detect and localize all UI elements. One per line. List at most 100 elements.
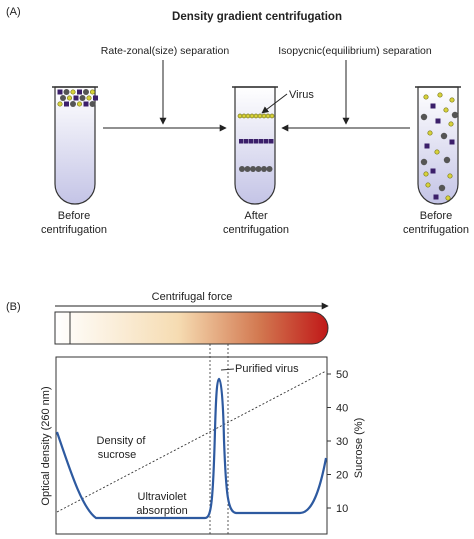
gray-particle [89,101,96,107]
purple-particle [430,103,436,109]
tube-before-right [415,86,461,205]
gray-particle [83,89,89,95]
sucrose-tick-label: 20 [336,470,348,482]
virus-particle [70,89,76,95]
virus-particle [257,113,263,119]
sucrose-tick-label: 50 [336,369,348,381]
purple-particle [244,139,249,144]
virus-pointer-arrow [261,93,288,114]
purple-particle [57,89,63,95]
gray-particle [70,101,76,107]
virus-particle [423,94,429,100]
uv-label-line1: Ultraviolet [138,491,187,503]
gray-particle [244,166,251,172]
purple-particle [424,143,430,149]
purple-particle [449,139,455,145]
sucrose-axis: 10 20 30 40 50 [327,369,348,515]
virus-band [237,113,275,119]
gray-particle [250,166,256,172]
purple-particle [269,139,274,144]
virus-label: Virus [289,89,314,101]
sucrose-density-line [56,370,327,513]
virus-particle [437,92,443,98]
virus-particle [237,113,243,119]
purple-particle [77,89,82,95]
centrifugal-force-label: Centrifugal force [152,291,233,303]
y-axis-left-label: Optical density (260 nm) [40,386,52,505]
purple-particle-band [239,139,274,144]
tube-1-caption-line2: centrifugation [41,224,107,236]
gray-particle [255,166,262,172]
purple-particle [433,194,439,200]
density-label-line1: Density of [97,435,147,447]
gray-particle [440,132,448,140]
gray-particle [451,111,459,119]
gray-particle-band [239,166,273,172]
virus-particle [245,113,251,119]
dispersed-particles [420,92,459,201]
purple-particle [435,118,441,124]
virus-particle [253,113,259,119]
tube-3-caption-line2: centrifugation [403,224,469,236]
panel-a-label: (A) [6,6,21,18]
purple-particle [254,139,259,144]
gray-particle [266,166,273,172]
purple-particle [264,139,269,144]
virus-particle [89,89,96,95]
purple-particle [64,101,69,107]
purple-particle [259,139,264,144]
virus-particle [434,149,440,155]
panel-a-title: Density gradient centrifugation [172,11,342,23]
virus-particle [66,95,73,101]
virus-particle [265,113,271,119]
particle-mixture-band [57,89,98,107]
sucrose-tick-label: 30 [336,436,348,448]
virus-particle [249,113,255,119]
sucrose-tick-label: 10 [336,503,348,515]
tube-after-center [232,86,278,205]
uv-absorption-curve [55,377,328,520]
tube-1-caption-line1: Before [58,210,90,222]
virus-particle [448,121,454,127]
purple-particle [83,101,89,107]
purple-particle [249,139,254,144]
gray-particle [443,156,451,164]
tube-3-caption-line1: Before [420,210,452,222]
virus-particle [86,95,92,101]
rate-zonal-label: Rate-zonal(size) separation [101,45,230,57]
tube-before-left [52,86,98,205]
gray-particle [79,95,86,101]
purified-virus-label: Purified virus [235,363,299,375]
gray-particle [420,158,428,166]
virus-particle [241,113,247,119]
virus-particle [425,182,431,188]
gray-particle [63,89,70,95]
uv-label-line2: absorption [136,505,187,517]
virus-particle [261,113,267,119]
isopycnic-label: Isopycnic(equilibrium) separation [278,45,432,57]
purple-particle [239,139,244,144]
gray-particle [420,113,428,121]
virus-particle [423,171,429,177]
density-label-line2: sucrose [98,449,137,461]
purple-particle [93,95,98,101]
plot-frame [55,356,328,535]
virus-particle [76,101,83,107]
gray-particle [438,184,446,192]
gradient-tube-horizontal [54,311,329,345]
virus-particle [427,130,433,136]
virus-particle [57,101,63,107]
gray-particle [261,166,267,172]
gray-particle [60,95,66,101]
sucrose-tick-label: 40 [336,403,348,415]
virus-particle [447,173,453,179]
gray-particle [239,166,245,172]
virus-particle [445,195,451,201]
purple-particle [430,168,436,174]
purple-particle [73,95,79,101]
y-axis-right-label: Sucrose (%) [353,418,365,479]
virus-particle [443,107,449,113]
tube-2-caption-line2: centrifugation [223,224,289,236]
